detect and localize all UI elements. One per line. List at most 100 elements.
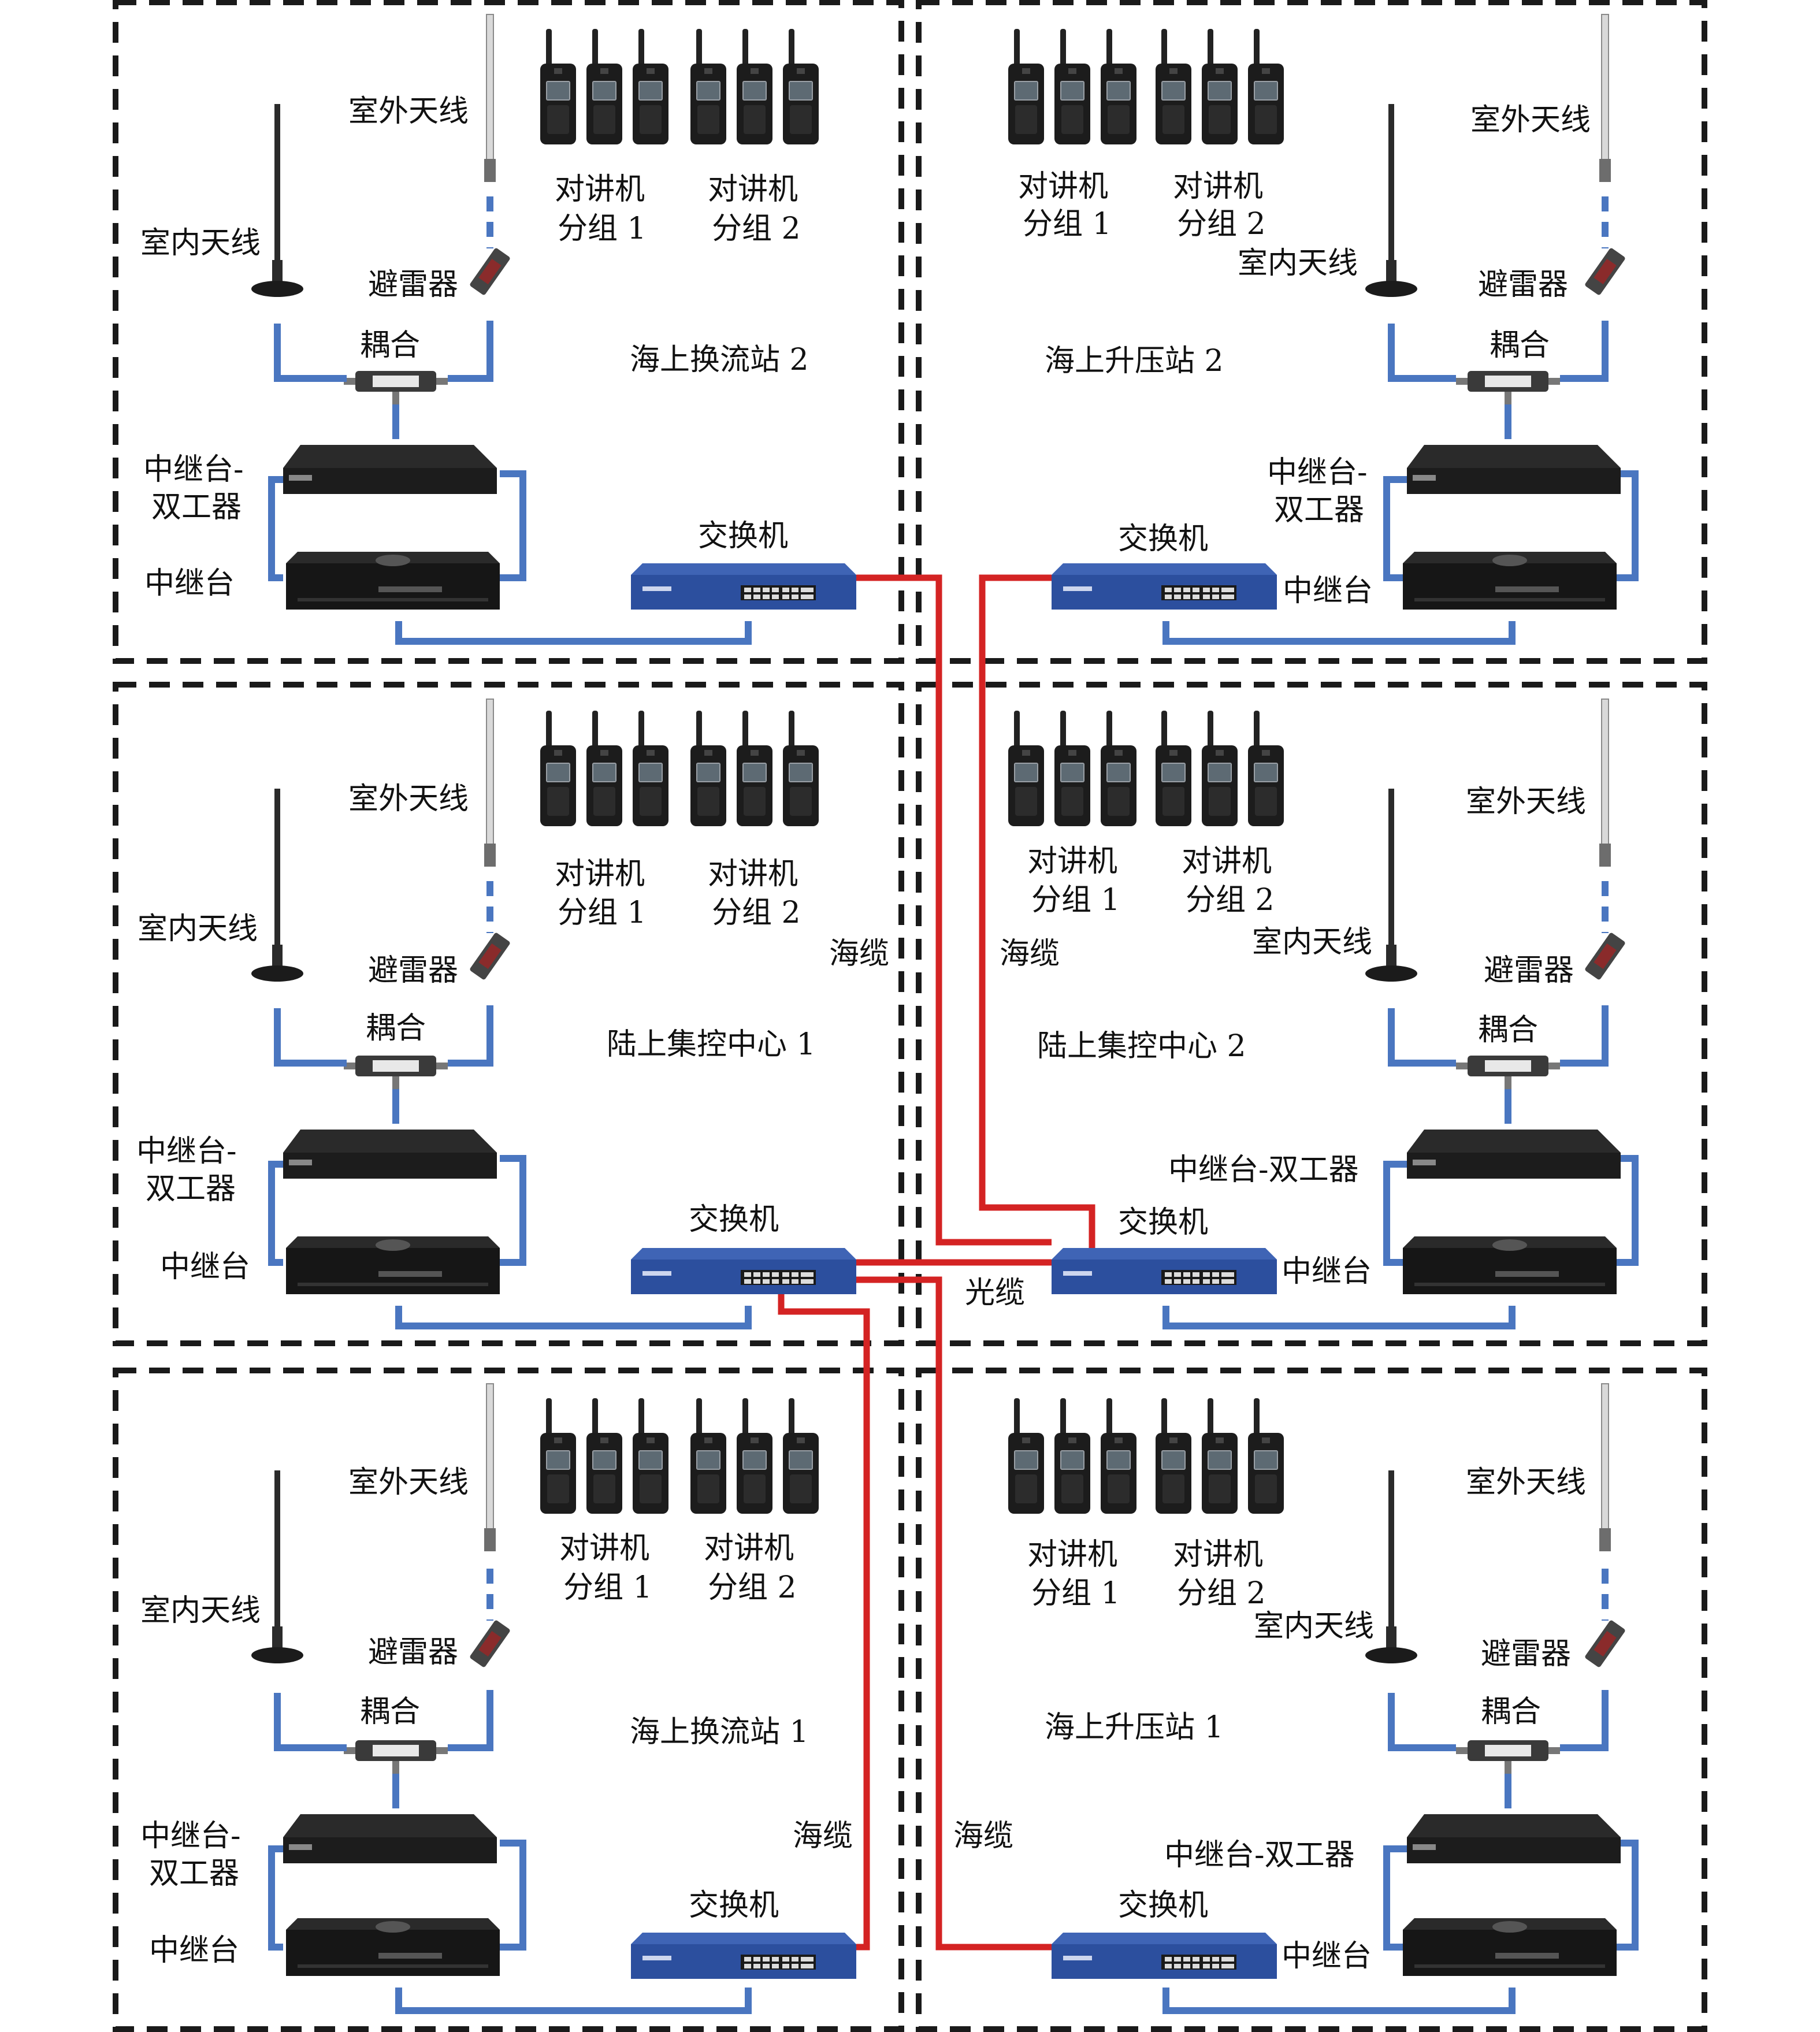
station-name: 海上换流站 2 <box>630 343 809 377</box>
station-name: 陆上集控中心 2 <box>1037 1029 1246 1064</box>
radio-group-2-icon <box>1156 711 1284 826</box>
station-name: 陆上集控中心 1 <box>607 1027 816 1062</box>
duplexer-label: 中继台- <box>143 452 244 487</box>
repeater-icon <box>286 1918 500 1976</box>
radio-group-2-icon <box>1156 29 1284 144</box>
radio-group-2-label: 对讲机 <box>1173 1537 1263 1572</box>
arrester-label: 避雷器 <box>1484 953 1574 988</box>
arrester-icon <box>1584 932 1626 980</box>
station-name: 海上升压站 2 <box>1045 344 1224 378</box>
switch-icon <box>1052 1933 1277 1979</box>
coupler-icon <box>1456 371 1560 404</box>
station-2: 海上升压站 2 室外天线 室内天线 避雷器 耦合 中继台- 双工器 中继台 交换… <box>1008 14 1639 645</box>
coupler-icon <box>344 371 448 404</box>
radio-group-2-label-2: 分组 2 <box>1177 207 1266 242</box>
coupler-label: 耦合 <box>1481 1695 1541 1729</box>
radio-group-1-label: 对讲机 <box>555 172 645 207</box>
sea-cable-link-3 <box>778 1294 870 1951</box>
station-4: 陆上集控中心 2 室外天线 室内天线 避雷器 耦合 中继台-双工器 中继台 交换… <box>1008 699 1639 1329</box>
radio-group-1-label-2: 分组 1 <box>558 896 647 930</box>
coupler-label: 耦合 <box>360 1695 420 1729</box>
indoor-antenna-icon <box>1365 789 1417 982</box>
station-box-3 <box>113 682 904 1346</box>
outdoor-antenna-label: 室外天线 <box>348 782 469 816</box>
station-1: 海上换流站 2 室外天线 室内天线 避雷器 耦合 中继台- 双工器 中继台 交换… <box>140 14 856 645</box>
duplexer-label-2: 双工器 <box>1274 493 1364 527</box>
arrester-label: 避雷器 <box>368 268 458 302</box>
sea-cable-label-2: 海缆 <box>1000 937 1060 971</box>
indoor-antenna-label: 室内天线 <box>1238 246 1358 281</box>
repeater-icon <box>1403 552 1617 610</box>
radio-group-2-label-2: 分组 2 <box>712 896 801 930</box>
arrester-icon <box>469 932 511 980</box>
station-name: 海上换流站 1 <box>630 1715 809 1749</box>
coupler-icon <box>1456 1056 1560 1089</box>
radio-group-1-label-2: 分组 1 <box>1023 207 1112 242</box>
radio-group-2-icon <box>690 711 819 826</box>
duplexer-label: 中继台- <box>1267 455 1368 490</box>
duplexer-icon <box>1407 1130 1621 1179</box>
indoor-antenna-label: 室内天线 <box>140 1593 261 1628</box>
radio-group-2-label: 对讲机 <box>708 857 798 891</box>
indoor-antenna-icon <box>1365 104 1417 297</box>
switch-label: 交换机 <box>1118 1205 1208 1240</box>
outdoor-antenna-icon <box>1599 14 1611 183</box>
repeater-icon <box>1403 1918 1617 1976</box>
arrester-label: 避雷器 <box>368 1635 458 1670</box>
radio-group-2-icon <box>1156 1398 1284 1514</box>
repeater-label: 中继台 <box>1282 1254 1372 1289</box>
sea-cable-label-1: 海缆 <box>829 937 889 971</box>
arrester-icon <box>469 1619 511 1668</box>
switch-icon <box>631 1933 856 1979</box>
coupler-icon <box>344 1740 448 1774</box>
switch-label: 交换机 <box>689 1888 779 1923</box>
radio-group-1-icon <box>540 1398 668 1514</box>
duplexer-icon <box>1407 445 1621 494</box>
arrester-label: 避雷器 <box>1481 1637 1571 1671</box>
radio-group-2-label-2: 分组 2 <box>1186 883 1275 917</box>
radio-group-1-label-2: 分组 1 <box>558 211 647 246</box>
indoor-antenna-label: 室内天线 <box>1254 1609 1374 1644</box>
station-5: 海上换流站 1 室外天线 室内天线 避雷器 耦合 中继台- 双工器 中继台 交换… <box>140 1383 856 2014</box>
outdoor-antenna-label: 室外天线 <box>1470 103 1591 138</box>
radio-group-1-label-2: 分组 1 <box>1031 1576 1120 1611</box>
coupler-label: 耦合 <box>1478 1013 1538 1047</box>
coupler-label: 耦合 <box>366 1011 426 1046</box>
indoor-antenna-icon <box>251 104 303 297</box>
radio-group-2-label-2: 分组 2 <box>712 211 801 246</box>
indoor-antenna-icon <box>251 1470 303 1663</box>
radio-group-2-label: 对讲机 <box>704 1531 794 1566</box>
duplexer-label: 中继台-双工器 <box>1168 1153 1359 1187</box>
switch-icon <box>1052 563 1277 610</box>
duplexer-icon <box>283 445 497 494</box>
outdoor-antenna-icon <box>484 1383 496 1552</box>
duplexer-icon <box>1407 1814 1621 1863</box>
radio-group-1-icon <box>1008 1398 1136 1514</box>
station-box-5 <box>113 1368 904 2032</box>
station-name: 海上升压站 1 <box>1045 1710 1224 1745</box>
repeater-label: 中继台 <box>1283 574 1373 608</box>
radio-group-2-icon <box>690 29 819 144</box>
switch-label: 交换机 <box>689 1202 779 1237</box>
arrester-icon <box>1584 247 1626 296</box>
duplexer-label: 中继台- <box>140 1819 241 1853</box>
duplexer-label-2: 双工器 <box>151 490 242 525</box>
station-box-1 <box>113 0 904 664</box>
duplexer-icon <box>283 1814 497 1863</box>
outdoor-antenna-label: 室外天线 <box>1466 785 1586 819</box>
arrester-icon <box>1584 1619 1626 1668</box>
radio-group-2-label-2: 分组 2 <box>1177 1576 1266 1611</box>
fiber-label: 光缆 <box>965 1276 1025 1310</box>
radio-group-2-label: 对讲机 <box>1182 844 1272 879</box>
radio-group-1-label: 对讲机 <box>555 857 645 891</box>
switch-icon <box>631 563 856 610</box>
outdoor-antenna-label: 室外天线 <box>1466 1465 1586 1500</box>
radio-group-1-icon <box>1008 29 1136 144</box>
radio-group-1-icon <box>540 711 668 826</box>
sea-cable-label-4: 海缆 <box>953 1819 1013 1853</box>
outdoor-antenna-icon <box>484 699 496 867</box>
sea-cable-label-3: 海缆 <box>793 1819 853 1853</box>
station-box-2 <box>916 0 1707 664</box>
repeater-icon <box>1403 1236 1617 1294</box>
radio-group-1-label: 对讲机 <box>559 1531 649 1566</box>
